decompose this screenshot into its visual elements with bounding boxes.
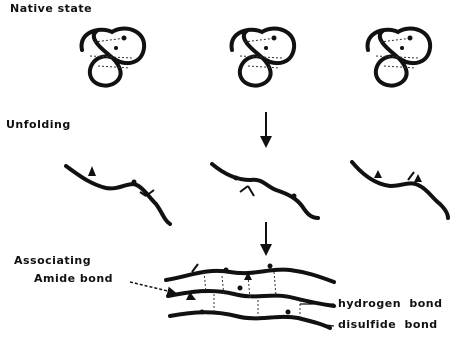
unfolded-chain-1 xyxy=(66,166,170,224)
amide-bond-pointer xyxy=(130,282,172,292)
aggregate-network xyxy=(166,264,334,329)
native-protein-2 xyxy=(232,29,295,86)
unfolded-chain-3 xyxy=(352,162,448,218)
native-protein-3 xyxy=(368,29,431,86)
native-protein-1 xyxy=(82,29,145,86)
unfolded-chain-2 xyxy=(212,164,318,218)
